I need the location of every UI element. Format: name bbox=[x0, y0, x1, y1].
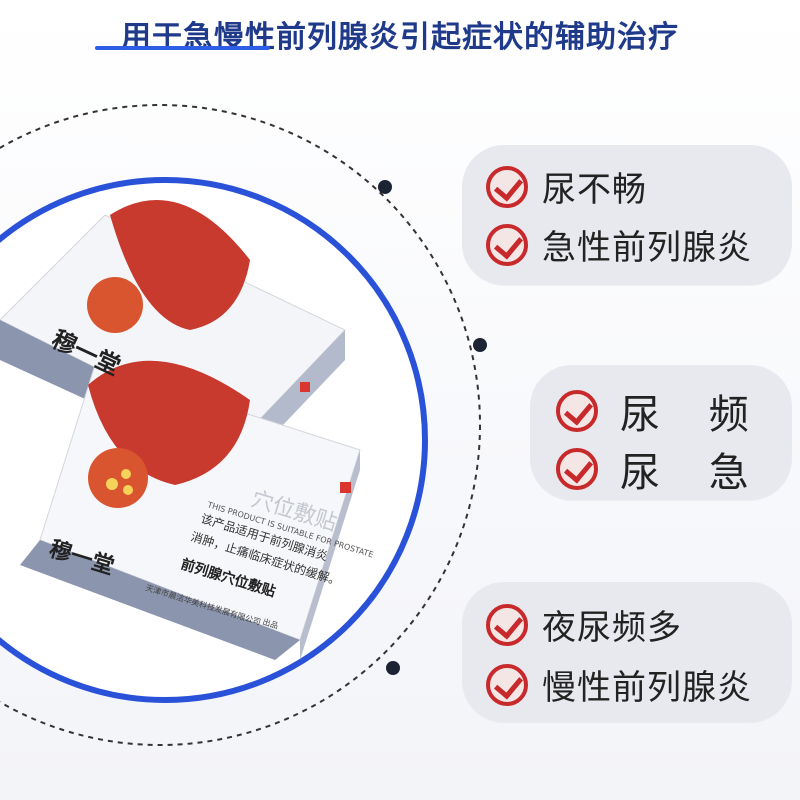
check-icon bbox=[486, 223, 528, 266]
symptom-label: 尿 急 bbox=[620, 450, 767, 496]
symptom-label: 尿 频 bbox=[620, 392, 767, 438]
headline-underline bbox=[95, 46, 270, 50]
check-icon bbox=[556, 390, 598, 432]
symptom-label: 尿不畅 bbox=[542, 170, 647, 210]
check-icon bbox=[486, 603, 528, 646]
product-box-front bbox=[20, 360, 361, 660]
symptom-item: 夜尿频多 bbox=[486, 600, 682, 649]
check-icon bbox=[486, 165, 528, 208]
symptom-item: 尿不畅 bbox=[486, 162, 647, 211]
symptom-item: 慢性前列腺炎 bbox=[486, 660, 752, 709]
dashed-orbit bbox=[0, 104, 481, 746]
orbit-dot bbox=[473, 338, 487, 352]
symptom-item: 尿 频 bbox=[556, 382, 767, 440]
orbit-dot bbox=[386, 661, 400, 675]
check-icon bbox=[486, 663, 528, 706]
symptom-item: 尿 急 bbox=[556, 440, 767, 498]
symptom-label: 急性前列腺炎 bbox=[542, 228, 752, 268]
check-icon bbox=[556, 448, 598, 490]
symptom-item: 急性前列腺炎 bbox=[486, 220, 752, 269]
orbit-dot bbox=[378, 180, 392, 194]
symptom-label: 慢性前列腺炎 bbox=[542, 668, 752, 708]
product-origin: 出品 bbox=[261, 616, 279, 630]
symptom-label: 夜尿频多 bbox=[542, 608, 682, 648]
